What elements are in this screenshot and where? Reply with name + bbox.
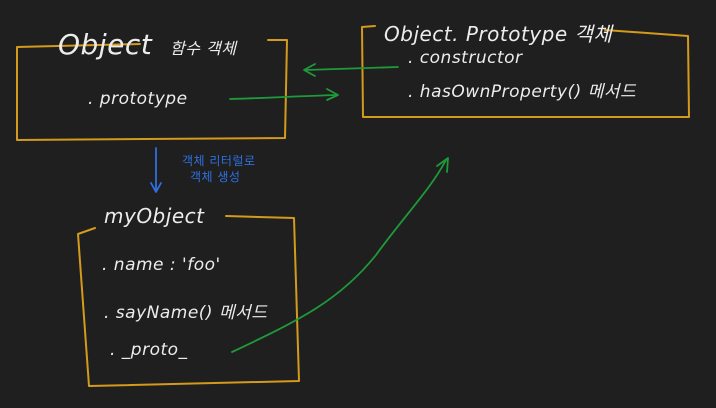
arrowhead-create-object [150, 182, 162, 193]
prototype-box-border [361, 25, 690, 118]
sayname-method: . sayName() 메서드 [104, 303, 268, 323]
myobject-box-border [77, 215, 300, 387]
object-prototype-property: . prototype [88, 89, 188, 109]
proto-property: . _proto_ [110, 340, 188, 360]
prototype-box-title: Object. Prototype 객체 [384, 22, 613, 46]
name-property: . name : 'foo' [102, 255, 221, 275]
arrow-proto-to-object-prototype [231, 159, 447, 353]
arrow-constructor-to-object [304, 66, 399, 71]
arrowhead-proto-link [436, 157, 449, 173]
arrowhead-prototype-link [326, 88, 339, 101]
hasownproperty-method: . hasOwnProperty() 메서드 [408, 82, 637, 102]
constructor-property: . constructor [408, 48, 523, 68]
myobject-box-title: myObject [104, 204, 205, 228]
object-box-border [16, 39, 288, 141]
annotation-line-2: 객체 생성 [190, 170, 241, 184]
object-box-subtitle: 함수 객체 [170, 39, 237, 58]
arrowhead-constructor-link [303, 63, 316, 77]
annotation-line-1: 객체 리터럴로 [182, 154, 256, 168]
arrow-prototype-to-object-prototype [229, 94, 338, 100]
object-box-title: Object [58, 28, 153, 61]
